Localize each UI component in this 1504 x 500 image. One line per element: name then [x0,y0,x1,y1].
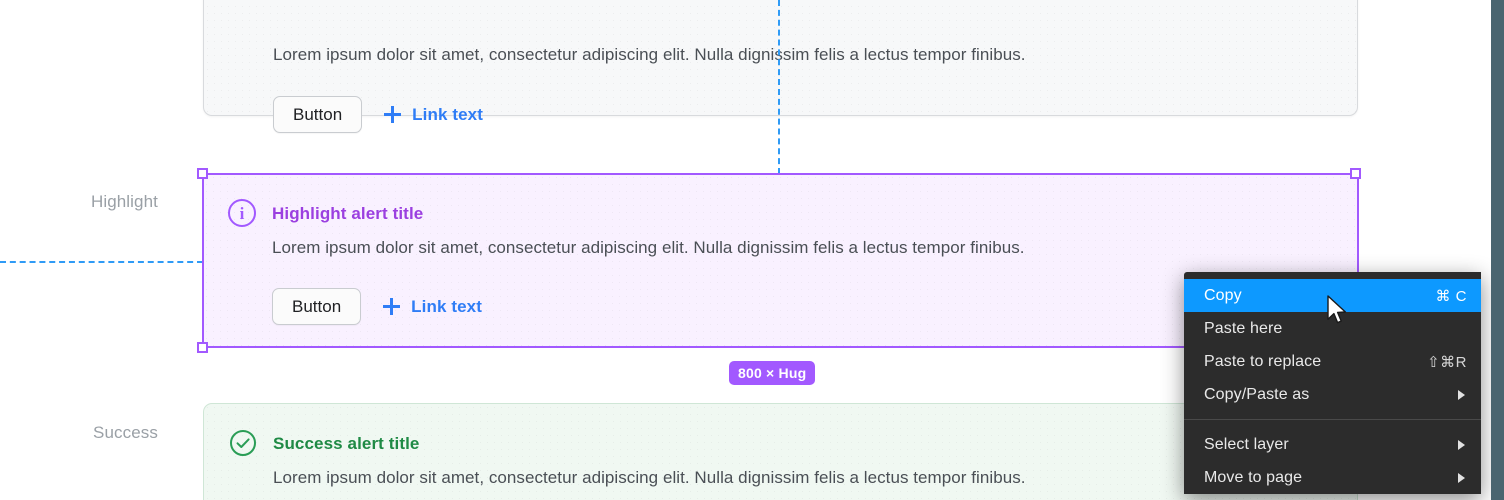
menu-item-label: Copy/Paste as [1204,385,1310,403]
submenu-arrow-icon [1458,472,1465,483]
right-panel-edge [1491,0,1504,500]
selection-handle-bottom-left[interactable] [197,342,208,353]
context-menu-item-move-to-page[interactable]: Move to page [1184,461,1481,494]
alert-description: Lorem ipsum dolor sit amet, consectetur … [273,468,1026,487]
alert-button[interactable]: Button [272,288,362,325]
alert-card-highlight[interactable]: Highlight alert title Lorem ipsum dolor … [203,174,1358,347]
alert-link-label: Link text [411,296,482,316]
context-menu-item-paste-here[interactable]: Paste here [1184,312,1481,345]
submenu-arrow-icon [1458,439,1465,450]
alert-button[interactable]: Button [273,96,363,133]
menu-item-label: Copy [1204,286,1242,304]
alert-link-label: Link text [412,104,483,124]
alert-body: Highlight alert title Lorem ipsum dolor … [203,174,1358,347]
submenu-arrow-icon [1458,389,1465,400]
selection-handle-top-left[interactable] [197,168,208,179]
context-menu-item-copy-paste-as[interactable]: Copy/Paste as [1184,378,1481,411]
alert-description: Lorem ipsum dolor sit amet, consectetur … [272,238,1025,257]
smart-guide-vertical [778,0,780,174]
check-circle-icon [229,429,257,457]
alert-title: Success alert title [273,434,420,453]
plus-icon [384,106,402,123]
alert-body: Success alert title Lorem ipsum dolor si… [204,404,1357,500]
alert-link[interactable]: Link text [384,105,483,125]
alert-title: Highlight alert title [272,204,424,223]
alert-body: Lorem ipsum dolor sit amet, consectetur … [204,0,1357,133]
menu-item-shortcut: ⌘ C [1435,287,1467,305]
menu-item-label: Move to page [1204,468,1303,486]
menu-item-label: Paste here [1204,319,1283,337]
smart-guide-horizontal [0,261,203,263]
row-label-highlight: Highlight [90,192,158,211]
row-label-success: Success [93,423,158,442]
alert-link[interactable]: Link text [383,297,482,317]
info-circle-icon [228,199,256,227]
alert-actions: Button Link text [273,96,483,133]
menu-item-label: Select layer [1204,435,1289,453]
plus-icon [383,298,401,315]
alert-actions: Button Link text [272,288,482,325]
alert-card-success[interactable]: Success alert title Lorem ipsum dolor si… [203,403,1358,500]
menu-item-label: Paste to replace [1204,352,1322,370]
mouse-cursor-icon [1327,295,1349,327]
context-menu-separator [1184,419,1481,420]
selection-handle-top-right[interactable] [1350,168,1361,179]
alert-card-neutral[interactable]: Lorem ipsum dolor sit amet, consectetur … [203,0,1358,133]
alert-description: Lorem ipsum dolor sit amet, consectetur … [273,45,1026,64]
menu-item-shortcut: ⇧⌘R [1427,353,1467,371]
context-menu[interactable]: Copy ⌘ C Paste here Paste to replace ⇧⌘R… [1184,272,1481,494]
context-menu-item-paste-to-replace[interactable]: Paste to replace ⇧⌘R [1184,345,1481,378]
context-menu-item-select-layer[interactable]: Select layer [1184,428,1481,461]
selection-size-badge: 800 × Hug [729,361,816,385]
